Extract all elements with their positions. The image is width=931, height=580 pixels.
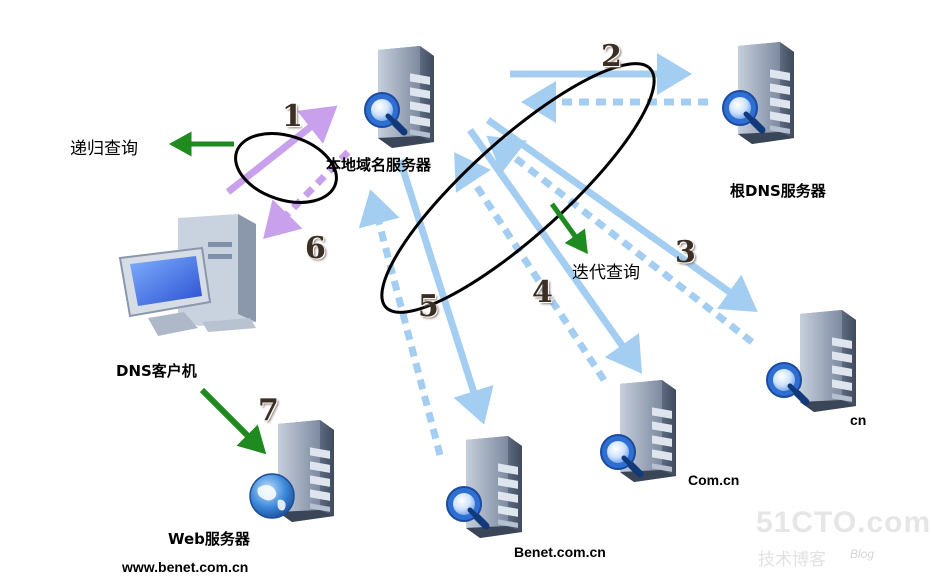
watermark-brand: 51CTO.com xyxy=(756,506,931,539)
step-1: 1 xyxy=(282,99,303,134)
cn-label: cn xyxy=(850,412,867,428)
step-7: 7 xyxy=(258,393,279,428)
arrow-comcn-to-local xyxy=(454,152,607,382)
client-to-web-arrow xyxy=(199,387,267,455)
recursive-ellipse xyxy=(234,132,338,204)
dns-client-label: DNS客户机 xyxy=(116,362,197,380)
comcn-label: Com.cn xyxy=(688,472,740,488)
iterative-query-label: 迭代查询 xyxy=(572,263,640,283)
root-dns-label: 根DNS服务器 xyxy=(730,182,826,200)
arrow-local-to-cn xyxy=(485,117,758,313)
step-3: 3 xyxy=(675,235,696,270)
benet-server-icon xyxy=(447,436,522,538)
cn-server-icon xyxy=(767,310,856,412)
web-server-icon xyxy=(249,420,334,522)
web-server-label: Web服务器 xyxy=(168,530,250,548)
step-5: 5 xyxy=(418,289,439,324)
comcn-server-icon xyxy=(601,380,676,482)
local-dns-label: 本地域名服务器 xyxy=(326,156,432,174)
iterative-callout-arrow xyxy=(549,202,588,255)
watermark-blog: Blog xyxy=(850,547,875,561)
step-2: 2 xyxy=(601,39,622,74)
step-4: 4 xyxy=(532,275,553,310)
globe-icon xyxy=(249,473,295,519)
arrow-local-to-benet xyxy=(396,158,494,425)
web-domain-label: www.benet.com.cn xyxy=(122,559,249,575)
dns-resolution-diagram: 1 2 3 4 5 6 7 xyxy=(118,39,856,538)
arrow-benet-to-local xyxy=(358,189,444,456)
computer-icon xyxy=(118,214,256,336)
recursive-query-label: 递归查询 xyxy=(70,139,138,159)
arrow-cn-to-local xyxy=(486,135,755,345)
local-dns-server-icon xyxy=(365,46,434,148)
step-6: 6 xyxy=(305,231,326,266)
iterative-ellipse xyxy=(380,62,656,314)
arrow-local-to-comcn xyxy=(467,127,643,374)
watermark-sub: 技术博客 xyxy=(758,550,826,570)
iterative-query-arrows xyxy=(358,53,758,456)
benet-label: Benet.com.cn xyxy=(514,544,606,560)
root-dns-server-icon xyxy=(723,42,794,144)
